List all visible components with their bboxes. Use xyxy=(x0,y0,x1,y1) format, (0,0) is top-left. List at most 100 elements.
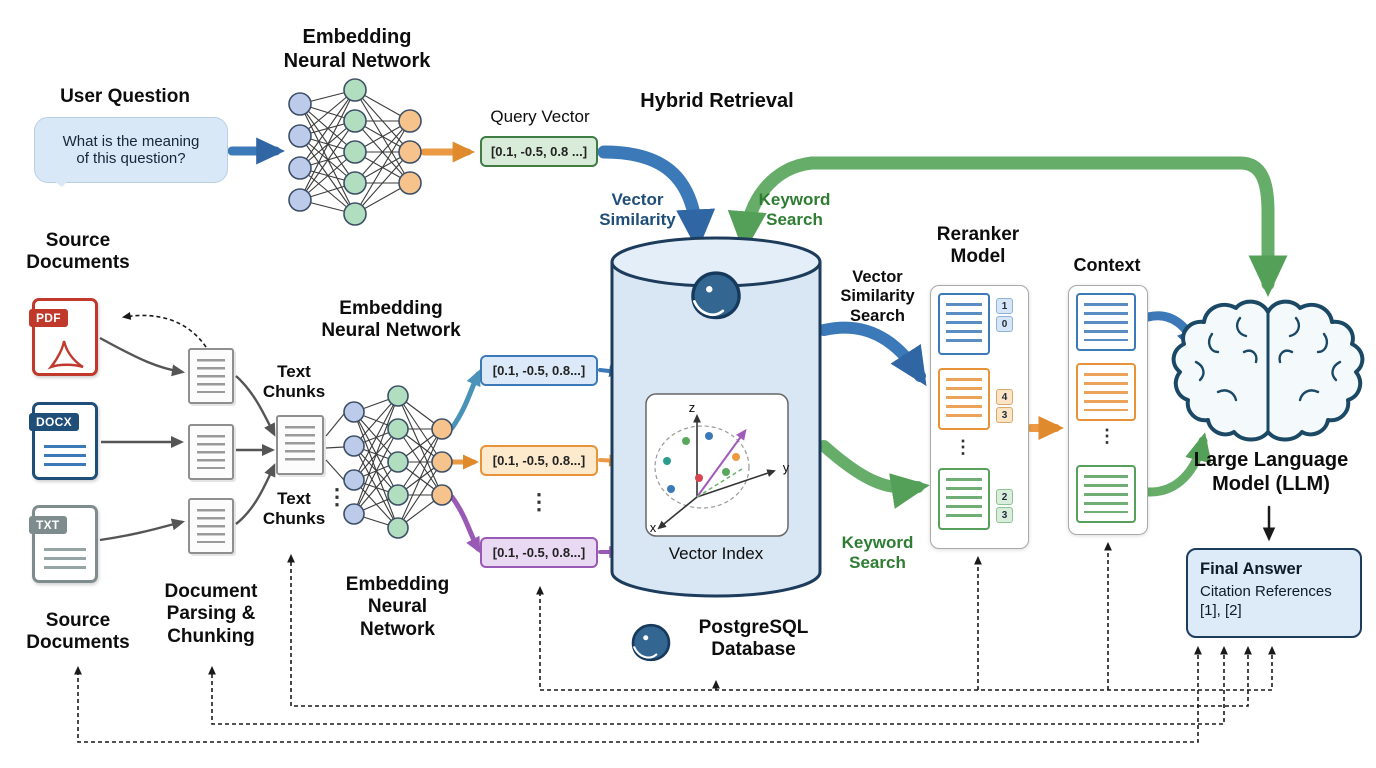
postgresql-logo xyxy=(691,271,741,320)
txt-file-icon: TXT xyxy=(29,505,98,583)
arrow-txt-to-parser xyxy=(99,518,186,542)
embedding-vector-blue: [0.1, -0.5, 0.8...] xyxy=(480,355,598,386)
axis-x-label: x xyxy=(649,520,657,535)
query-vector-value: [0.1, -0.5, 0.8 ...] xyxy=(480,136,598,167)
vector-similarity-label: Vector Similarity xyxy=(599,190,676,230)
reranker-model-title: Reranker Model xyxy=(936,224,1020,268)
citation-references-values: [1], [2] xyxy=(1200,601,1242,619)
llm-brain-icon xyxy=(1171,299,1365,442)
parsing-chunking-label: Document Parsing & Chunking xyxy=(164,581,258,647)
axis-z-label: z xyxy=(688,400,696,415)
keyword-search-label-top: Keyword Search xyxy=(758,190,831,230)
source-documents-title-bottom: Source Documents xyxy=(26,610,130,654)
keyword-search-label-bottom: Keyword Search xyxy=(841,533,914,573)
query-vector-in-index xyxy=(696,428,747,498)
parsed-page-3 xyxy=(188,498,234,554)
pdf-file-icon: PDF xyxy=(29,298,98,376)
hybrid-retrieval-title: Hybrid Retrieval xyxy=(640,90,794,112)
dashed-final-to-parsing xyxy=(208,645,1228,725)
reranker-doc-blue xyxy=(938,293,990,355)
txt-text-lines xyxy=(44,548,86,575)
page-lines xyxy=(197,435,225,469)
final-answer-box: Final Answer Citation References [1], [2… xyxy=(1186,548,1362,638)
embedding-nn-title-bottom: Embedding Neural Network xyxy=(345,574,450,640)
embedding-vector-orange: [0.1, -0.5, 0.8...] xyxy=(480,445,598,476)
keyword-search-results-arrow xyxy=(818,440,930,509)
page-lines xyxy=(197,509,225,543)
user-question-bubble: What is the meaning of this question? xyxy=(34,117,228,187)
vector-similarity-arrow xyxy=(597,145,716,251)
adobe-symbol-icon xyxy=(47,340,84,370)
x-axis xyxy=(657,496,698,530)
context-doc-blue xyxy=(1076,293,1136,351)
text-chunks-label-top: Text Chunks xyxy=(262,362,326,402)
embedding-nn-query xyxy=(288,78,422,226)
arrow-nn2-to-vec1 xyxy=(449,369,481,431)
doc-lines xyxy=(1084,373,1128,411)
parsed-page-2 xyxy=(188,424,234,480)
docx-file-icon: DOCX xyxy=(29,402,98,480)
postgres-cylinder xyxy=(610,236,822,598)
embedding-nn-title-top: Embedding Neural Network xyxy=(283,26,431,72)
pdf-label: PDF xyxy=(29,309,68,327)
final-answer-title: Final Answer xyxy=(1200,560,1303,578)
index-points xyxy=(663,432,740,493)
context-doc-green xyxy=(1076,465,1136,523)
query-vector-label: Query Vector xyxy=(490,107,590,126)
text-chunk-page xyxy=(276,415,324,475)
vector-ellipsis: ⋮ xyxy=(528,489,550,514)
rank-badge: 3 xyxy=(996,507,1013,523)
arrow-pdf-to-parser xyxy=(99,336,186,377)
keyword-search-arrow-db xyxy=(727,156,819,253)
page-lines xyxy=(197,359,225,393)
rank-badge: 4 xyxy=(996,389,1013,405)
reranker-ellipsis: ⋮ xyxy=(954,437,972,457)
source-documents-title-top: Source Documents xyxy=(26,230,130,274)
doc-lines xyxy=(946,303,982,345)
dashed-final-to-embeddings xyxy=(536,585,1276,691)
chunk-to-nn-links xyxy=(325,413,345,481)
rank-badge: 0 xyxy=(996,316,1013,332)
page-lines xyxy=(285,426,315,464)
user-question-title: User Question xyxy=(60,86,190,107)
doc-lines xyxy=(946,378,982,420)
citation-references-label: Citation References xyxy=(1200,583,1332,600)
docx-text-lines xyxy=(44,445,86,472)
rank-badge: 1 xyxy=(996,298,1013,314)
parsed-page-1 xyxy=(188,348,234,404)
keyword-search-arrow-llm xyxy=(805,156,1288,297)
vector-index-plot xyxy=(645,393,789,537)
reranker-doc-orange xyxy=(938,368,990,430)
dashed-parser-to-pdf xyxy=(121,311,207,348)
nn-input-ellipsis: ⋮ xyxy=(326,484,348,509)
y-axis xyxy=(696,469,776,498)
postgresql-logo-small xyxy=(631,623,671,662)
embedding-nn-title-mid: Embedding Neural Network xyxy=(321,298,461,342)
dashed-final-to-sources xyxy=(74,645,1202,743)
llm-title: Large Language Model (LLM) xyxy=(1193,449,1349,495)
citation-trace-lines xyxy=(74,311,1276,743)
arrow-context-to-llm-green xyxy=(1143,432,1212,497)
rank-badge: 3 xyxy=(996,407,1013,423)
doc-lines xyxy=(946,478,982,520)
flow-arrows xyxy=(227,137,1288,558)
dashed-final-to-chunks xyxy=(287,553,1252,707)
vector-index-label: Vector Index xyxy=(668,544,764,563)
user-question-text: What is the meaning of this question? xyxy=(62,133,200,167)
arrow-parser3-to-chunks xyxy=(235,463,276,525)
postgresql-database-label: PostgreSQL Database xyxy=(698,617,809,661)
docx-label: DOCX xyxy=(29,413,79,431)
vector-similarity-search-arrow xyxy=(818,321,927,387)
embedding-vector-purple: [0.1, -0.5, 0.8...] xyxy=(480,537,598,568)
doc-lines xyxy=(1084,303,1128,341)
embedding-nn-docs xyxy=(343,385,453,539)
vector-similarity-search-label: Vector Similarity Search xyxy=(840,268,915,325)
text-chunks-label-bottom: Text Chunks xyxy=(262,489,326,529)
rank-badge: 2 xyxy=(996,489,1013,505)
arrow-nn2-to-vec3 xyxy=(449,494,481,554)
similarity-line xyxy=(696,468,743,498)
context-title: Context xyxy=(1073,255,1141,275)
axis-y-label: y xyxy=(782,460,790,475)
arrow-parser1-to-chunks xyxy=(235,375,276,437)
